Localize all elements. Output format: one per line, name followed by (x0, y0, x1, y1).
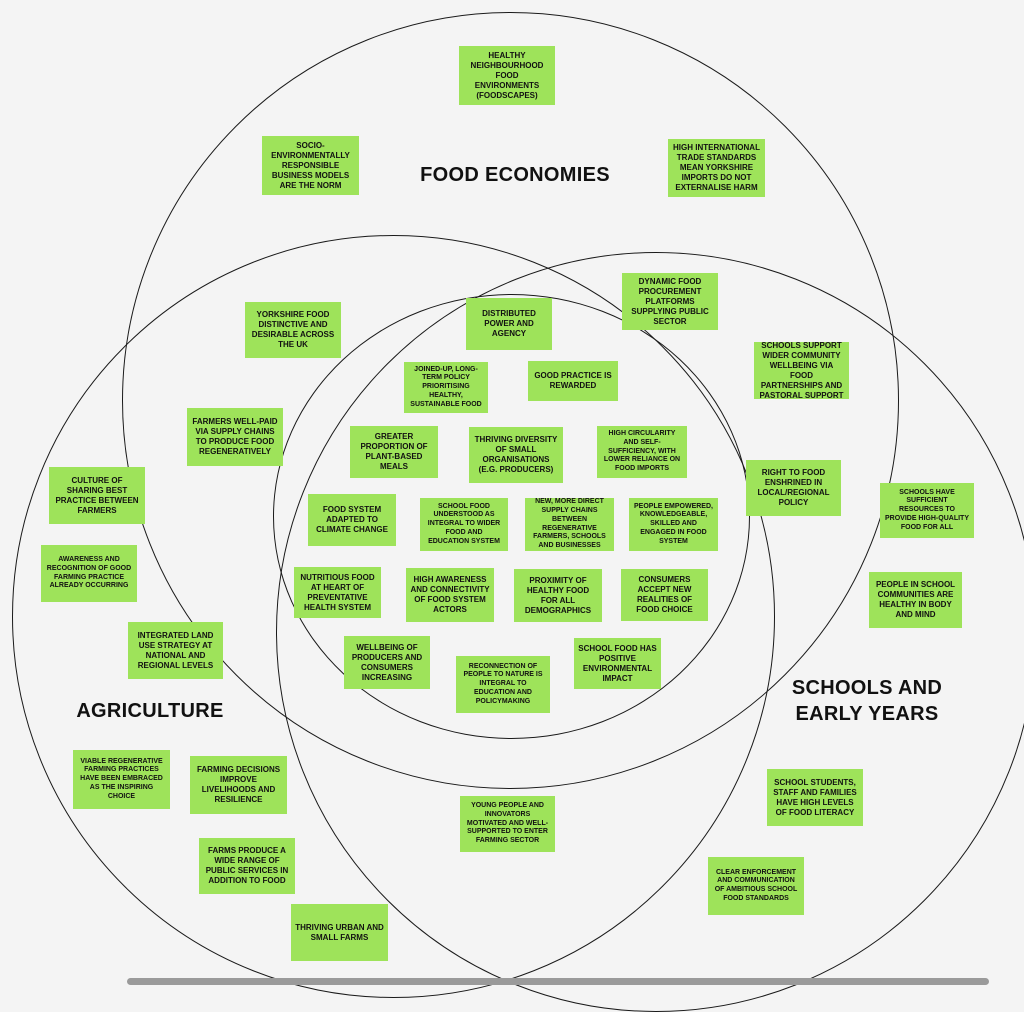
sticky-note: SCHOOL FOOD UNDERSTOOD AS INTEGRAL TO WI… (420, 498, 508, 551)
venn-diagram: FOOD ECONOMIES AGRICULTURE SCHOOLS AND E… (12, 12, 1024, 1012)
sticky-note: DYNAMIC FOOD PROCUREMENT PLATFORMS SUPPL… (622, 273, 718, 330)
circle-inner-intersection (273, 294, 750, 739)
sticky-note: SCHOOLS SUPPORT WIDER COMMUNITY WELLBEIN… (754, 341, 849, 400)
horizontal-scrollbar[interactable] (127, 978, 989, 985)
sticky-note: RIGHT TO FOOD ENSHRINED IN LOCAL/REGIONA… (746, 460, 841, 516)
sticky-note: VIABLE REGENERATIVE FARMING PRACTICES HA… (73, 750, 170, 809)
sticky-note: YOUNG PEOPLE AND INNOVATORS MOTIVATED AN… (460, 796, 555, 852)
sticky-note: GOOD PRACTICE IS REWARDED (528, 361, 618, 401)
sticky-note: RECONNECTION OF PEOPLE TO NATURE IS INTE… (456, 656, 550, 713)
sticky-note: INTEGRATED LAND USE STRATEGY AT NATIONAL… (128, 622, 223, 679)
sticky-note: HIGH INTERNATIONAL TRADE STANDARDS MEAN … (668, 139, 765, 197)
sticky-note: HEALTHY NEIGHBOURHOOD FOOD ENVIRONMENTS … (459, 46, 555, 105)
sticky-note: THRIVING URBAN AND SMALL FARMS (291, 904, 388, 961)
sticky-note: SCHOOLS HAVE SUFFICIENT RESOURCES TO PRO… (880, 483, 974, 538)
sticky-note: NUTRITIOUS FOOD AT HEART OF PREVENTATIVE… (294, 567, 381, 618)
label-food-economies: FOOD ECONOMIES (420, 164, 610, 186)
sticky-note: CLEAR ENFORCEMENT AND COMMUNICATION OF A… (708, 857, 804, 915)
sticky-note: NEW, MORE DIRECT SUPPLY CHAINS BETWEEN R… (525, 498, 614, 551)
sticky-note: JOINED-UP, LONG-TERM POLICY PRIORITISING… (404, 362, 488, 413)
sticky-note: FARMS PRODUCE A WIDE RANGE OF PUBLIC SER… (199, 838, 295, 894)
sticky-note: PEOPLE IN SCHOOL COMMUNITIES ARE HEALTHY… (869, 572, 962, 628)
sticky-note: PROXIMITY OF HEALTHY FOOD FOR ALL DEMOGR… (514, 569, 602, 622)
sticky-note: FARMERS WELL-PAID VIA SUPPLY CHAINS TO P… (187, 408, 283, 466)
sticky-note: SCHOOL FOOD HAS POSITIVE ENVIRONMENTAL I… (574, 638, 661, 689)
sticky-note: CULTURE OF SHARING BEST PRACTICE BETWEEN… (49, 467, 145, 524)
sticky-note: AWARENESS AND RECOGNITION OF GOOD FARMIN… (41, 545, 137, 602)
sticky-note: SCHOOL STUDENTS, STAFF AND FAMILIES HAVE… (767, 769, 863, 826)
label-agriculture: AGRICULTURE (76, 700, 224, 722)
sticky-note: SOCIO-ENVIRONMENTALLY RESPONSIBLE BUSINE… (262, 136, 359, 195)
sticky-note: YORKSHIRE FOOD DISTINCTIVE AND DESIRABLE… (245, 302, 341, 358)
sticky-note: HIGH AWARENESS AND CONNECTIVITY OF FOOD … (406, 568, 494, 622)
sticky-note: PEOPLE EMPOWERED, KNOWLEDGEABLE, SKILLED… (629, 498, 718, 551)
sticky-note: HIGH CIRCULARITY AND SELF-SUFFICIENCY, W… (597, 426, 687, 478)
sticky-note: FARMING DECISIONS IMPROVE LIVELIHOODS AN… (190, 756, 287, 814)
sticky-note: GREATER PROPORTION OF PLANT-BASED MEALS (350, 426, 438, 478)
label-schools-early-years: SCHOOLS AND EARLY YEARS (791, 677, 943, 725)
sticky-note: THRIVING DIVERSITY OF SMALL ORGANISATION… (469, 427, 563, 483)
sticky-note: CONSUMERS ACCEPT NEW REALITIES OF FOOD C… (621, 569, 708, 621)
sticky-note: WELLBEING OF PRODUCERS AND CONSUMERS INC… (344, 636, 430, 689)
sticky-note: DISTRIBUTED POWER AND AGENCY (466, 298, 552, 350)
sticky-note: FOOD SYSTEM ADAPTED TO CLIMATE CHANGE (308, 494, 396, 546)
